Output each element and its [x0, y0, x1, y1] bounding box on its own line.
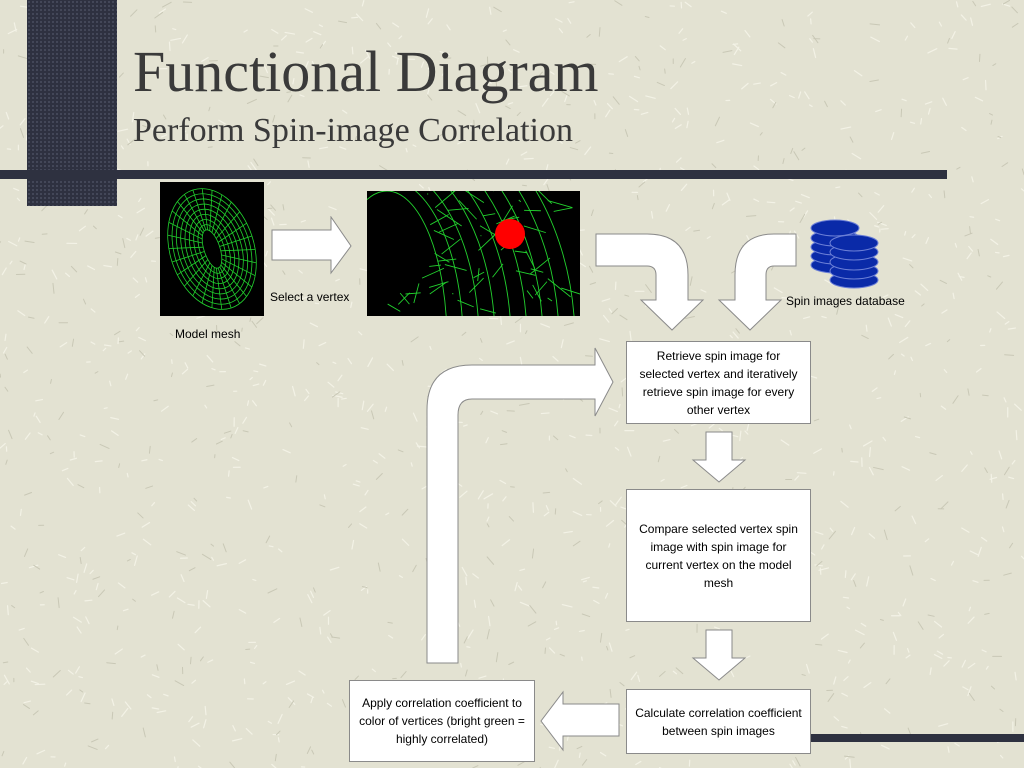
bent-arrow-down-icon [717, 233, 797, 331]
database-icon [810, 219, 879, 289]
selected-vertex-marker [495, 219, 525, 249]
model-mesh-image [160, 182, 264, 316]
zoomed-wireframe [367, 191, 580, 316]
model-mesh-label: Model mesh [175, 327, 241, 341]
step-compare-text: Compare selected vertex spin image with … [639, 521, 798, 590]
loop-back-arrow-icon [426, 347, 614, 664]
select-vertex-label: Select a vertex [270, 290, 350, 304]
step-apply-box: Apply correlation coefficient to color o… [349, 680, 535, 762]
header-rule [0, 170, 947, 179]
page-title: Functional Diagram [133, 39, 599, 104]
arrow-down-icon [691, 431, 747, 483]
arrow-down-icon [691, 629, 747, 681]
bent-arrow-down-icon [595, 233, 705, 331]
step-apply-text: Apply correlation coefficient to color o… [359, 696, 525, 746]
database-label: Spin images database [786, 294, 905, 308]
arrow-left-icon [540, 690, 620, 752]
step-calculate-text: Calculate correlation coefficient betwee… [635, 705, 802, 738]
step-retrieve-box: Retrieve spin image for selected vertex … [626, 341, 811, 424]
step-retrieve-text: Retrieve spin image for selected vertex … [639, 348, 798, 417]
arrow-right-icon [271, 216, 352, 275]
page-subtitle: Perform Spin-image Correlation [133, 112, 574, 149]
zoomed-mesh-image [367, 191, 580, 316]
footer-rule [810, 734, 1024, 742]
step-compare-box: Compare selected vertex spin image with … [626, 489, 811, 622]
step-calculate-box: Calculate correlation coefficient betwee… [626, 689, 811, 754]
torus-wireframe [167, 188, 257, 310]
